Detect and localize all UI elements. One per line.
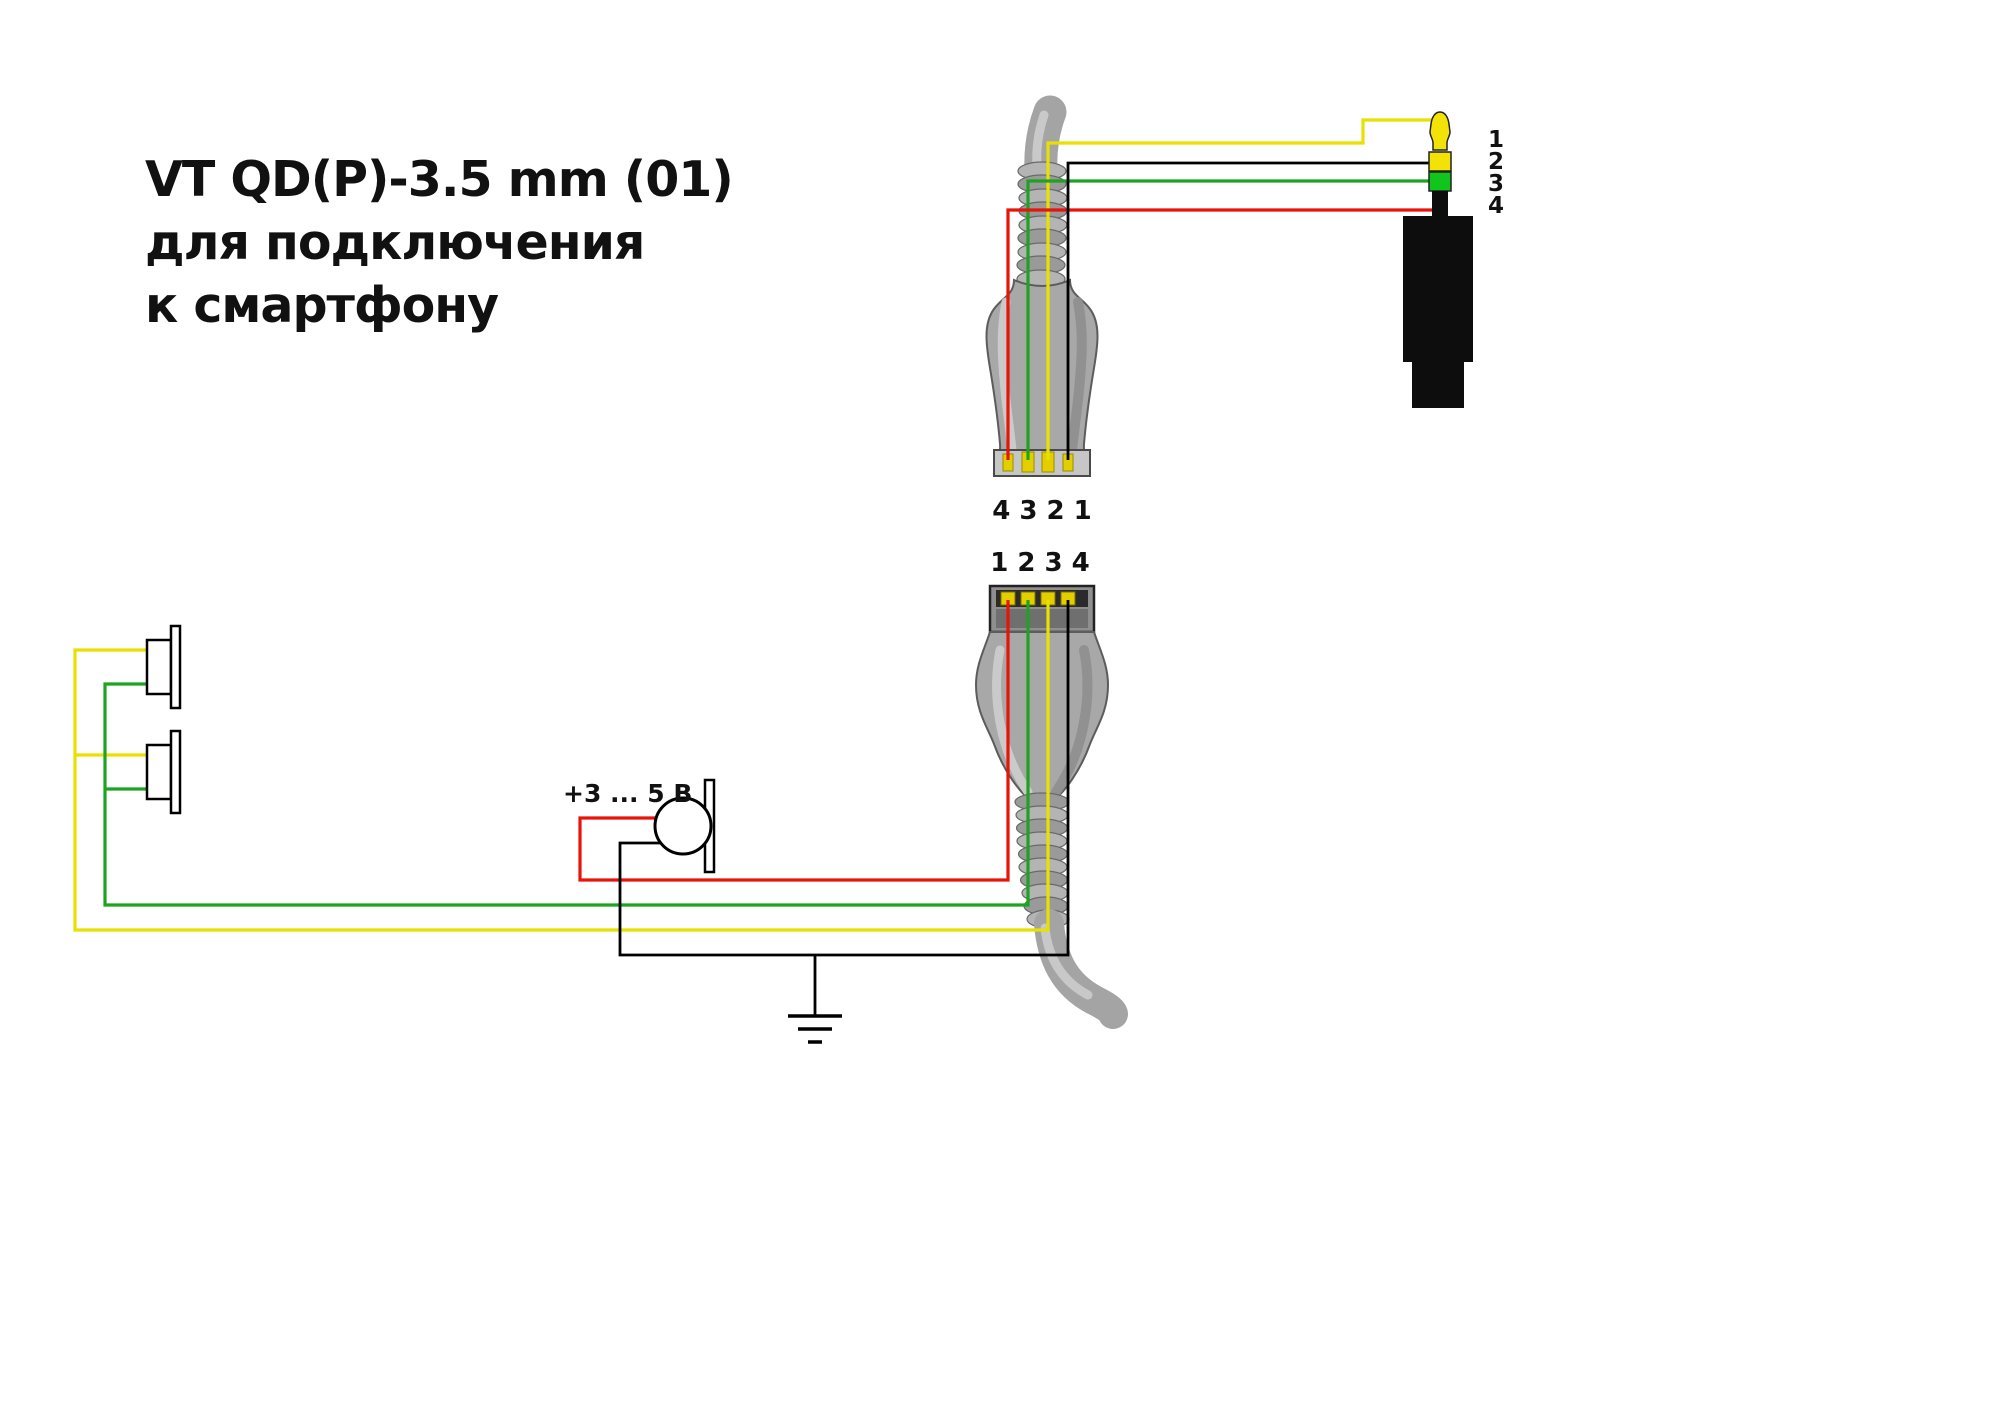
qd-top-body-highlight: [997, 297, 1017, 455]
speaker-top-flange: [169, 624, 182, 710]
wire-yellow-to-jack: [1046, 118, 1440, 460]
qd-bottom-strain-relief: [1014, 792, 1070, 929]
qd-plug-pin-numbers: 4 3 2 1: [992, 496, 1092, 526]
title-line-2: для подключения: [145, 214, 645, 271]
wire-green-to-speaker-top: [103, 600, 1030, 907]
wire-black-to-jack: [1066, 161, 1438, 460]
jack-ring-contact-2: [1428, 151, 1452, 172]
jack-contact-number-1: 1: [1488, 127, 1504, 153]
jack-contact-number-2: 2: [1488, 149, 1504, 175]
wire-net-black: [618, 161, 1438, 1016]
jack-contact-number-3: 3: [1488, 171, 1504, 197]
title-line-3: к смартфону: [145, 277, 499, 334]
jack-contact-number-4: 4: [1488, 193, 1504, 219]
wire-red-to-jack: [1006, 208, 1440, 460]
jack-ring-contact-3: [1428, 171, 1452, 192]
jack-tip-contact-1: [1429, 111, 1451, 151]
wire-yellow-to-speaker-top: [73, 600, 1050, 932]
qd-top-body-shade: [1067, 297, 1087, 455]
qd-connector-top: [985, 95, 1099, 477]
speaker-bottom-body: [145, 743, 173, 801]
qd-bottom-body-shade: [1051, 645, 1093, 797]
diagram-title: VT QD(P)-3.5 mm (01) для подключения к с…: [145, 148, 734, 337]
qd-bottom-body-highlight: [992, 645, 1033, 797]
jack-body-lower: [1412, 362, 1464, 408]
speaker-top: [145, 624, 182, 710]
qd-top-contacts: [1002, 451, 1074, 473]
wire-net-yellow: [73, 118, 1440, 932]
qd-top-cable-highlight: [1032, 110, 1049, 169]
jack-sleeve-contact-4: [1432, 191, 1448, 218]
wire-net-green: [103, 179, 1438, 907]
ground-symbol: [788, 1014, 842, 1044]
jack-contact-numbers: 1 2 3 4: [1488, 127, 1504, 219]
wire-red-to-mic: [578, 600, 1010, 882]
mic-voltage-label: +3 ... 5 В: [563, 779, 692, 808]
speaker-bottom: [145, 729, 182, 815]
microphone: [653, 778, 716, 874]
wire-net-red: [578, 208, 1440, 882]
speaker-bottom-flange: [169, 729, 182, 815]
jack-35mm: 1 2 3 4: [1403, 111, 1504, 408]
qd-bottom-face-lower: [996, 609, 1088, 628]
title-line-1: VT QD(P)-3.5 mm (01): [145, 151, 734, 208]
qd-bottom-cable-highlight: [1040, 923, 1093, 1000]
qd-connector-bottom: [974, 584, 1128, 1029]
wire-black-to-mic: [618, 600, 1070, 957]
jack-body: [1403, 216, 1473, 362]
qd-socket-pin-numbers: 1 2 3 4: [990, 548, 1090, 578]
wire-green-to-jack: [1026, 179, 1438, 460]
speaker-top-body: [145, 638, 173, 696]
mic-circle: [653, 796, 713, 856]
